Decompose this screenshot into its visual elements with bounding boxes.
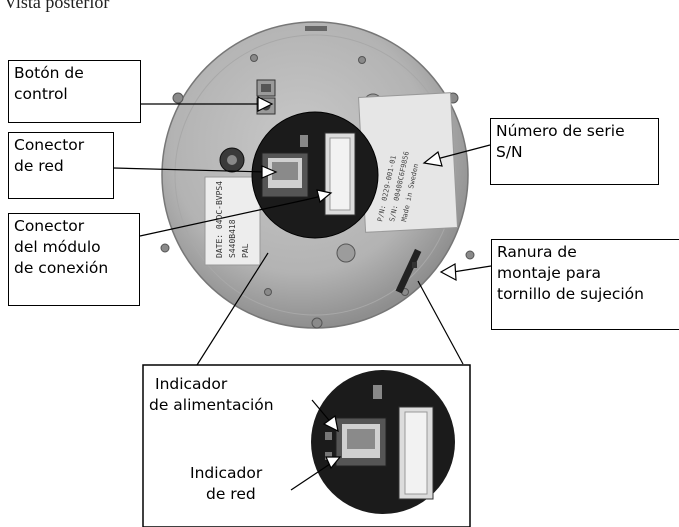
leader-lines <box>113 96 492 366</box>
page-title: Vista posterior <box>4 0 110 12</box>
sticker-left <box>204 176 261 266</box>
round-boss-bottom <box>336 243 356 263</box>
control-button-label: Botón de control <box>8 60 141 123</box>
network-connector-label: Conector de red <box>8 132 114 199</box>
network-connector <box>261 152 309 198</box>
top-clip <box>305 26 327 31</box>
inset-connector-detail <box>311 370 455 514</box>
power-indicator-label: Indicador de alimentación <box>149 375 274 414</box>
module-connector-label: Conector del módulo de conexión <box>8 213 140 306</box>
inset-arrows <box>290 399 342 491</box>
network-indicator-label: Indicador de red <box>190 464 263 503</box>
mounting-slot <box>395 248 422 294</box>
sticker-left-text: S440B418 <box>228 219 237 258</box>
sticker-left-text: PAL <box>241 243 250 258</box>
serial-number-label: Número de serie S/N <box>490 118 659 185</box>
module-connector <box>324 132 356 216</box>
sticker-left-text: DATE: 04DC-BVPS4 <box>215 181 224 258</box>
mounting-slot-label: Ranura de montaje para tornillo de sujec… <box>491 239 679 330</box>
